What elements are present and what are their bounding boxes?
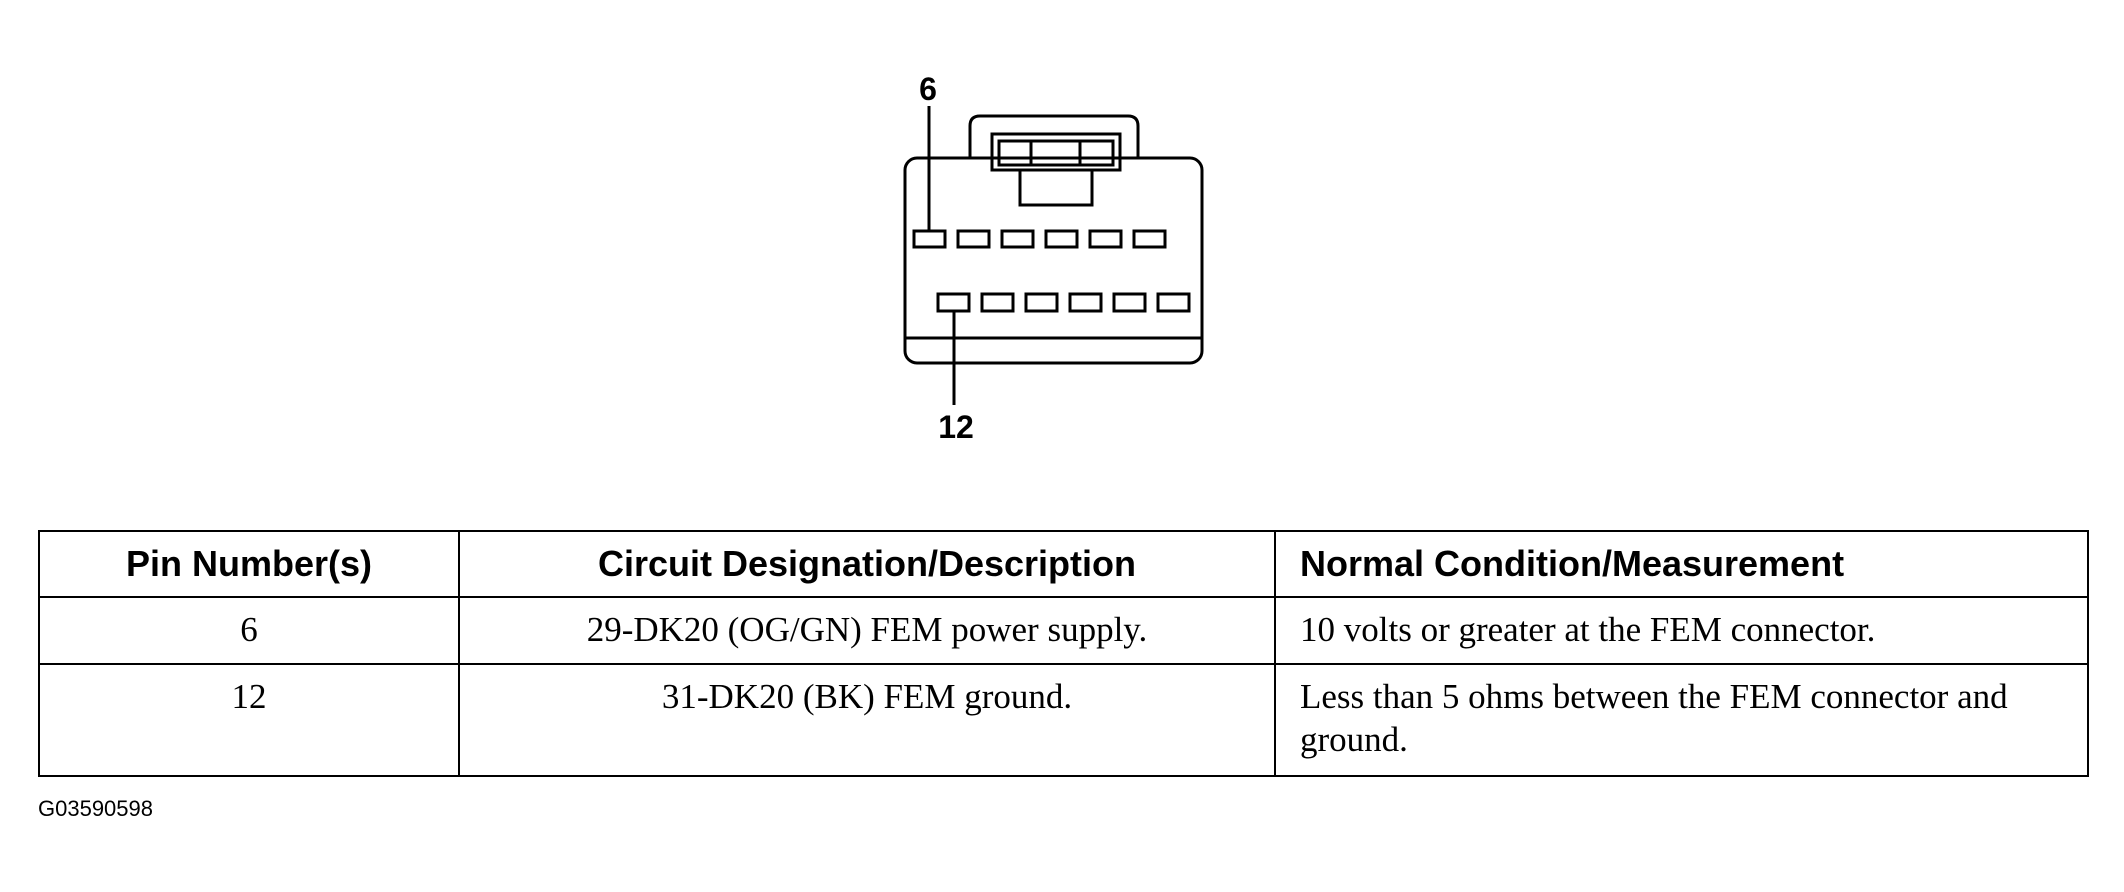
table-row: 6 29-DK20 (OG/GN) FEM power supply. 10 v… xyxy=(38,596,2089,665)
pin-cavity-bottom xyxy=(1024,292,1059,313)
cell-pin: 6 xyxy=(38,596,460,665)
cell-circuit: 31-DK20 (BK) FEM ground. xyxy=(458,663,1276,777)
table-row: 12 31-DK20 (BK) FEM ground. Less than 5 … xyxy=(38,663,2089,777)
pin-cavity-top xyxy=(1000,229,1035,249)
latch-window-inner xyxy=(997,139,1115,167)
connector-housing xyxy=(903,156,1204,365)
pin-cavity-top xyxy=(1044,229,1079,249)
latch-window xyxy=(990,132,1122,172)
pin-label-6: 6 xyxy=(919,71,937,107)
connector-diagram: 6 12 xyxy=(903,71,1204,445)
cell-circuit: 29-DK20 (OG/GN) FEM power supply. xyxy=(458,596,1276,665)
pin-cavity-top xyxy=(1088,229,1123,249)
pin-cavity-bottom xyxy=(1112,292,1147,313)
connector-latch xyxy=(968,114,1140,158)
header-normal-condition: Normal Condition/Measurement xyxy=(1274,530,2089,598)
figure-id: G03590598 xyxy=(38,796,153,821)
cell-condition: Less than 5 ohms between the FEM connect… xyxy=(1274,663,2089,777)
table-header-row: Pin Number(s) Circuit Designation/Descri… xyxy=(38,530,2089,598)
header-pin-number: Pin Number(s) xyxy=(38,530,460,598)
pin-label-12: 12 xyxy=(938,409,974,445)
pin-cavity-top xyxy=(1132,229,1167,249)
cell-condition: 10 volts or greater at the FEM connector… xyxy=(1274,596,2089,665)
pin-cavity-bottom xyxy=(1068,292,1103,313)
cell-pin: 12 xyxy=(38,663,460,777)
pin-cavity-top xyxy=(956,229,991,249)
pin-cavity-top-6 xyxy=(912,229,947,249)
pin-cavity-bottom xyxy=(980,292,1015,313)
header-circuit-designation: Circuit Designation/Description xyxy=(458,530,1276,598)
latch-tab xyxy=(1018,170,1094,207)
pin-specification-table: Pin Number(s) Circuit Designation/Descri… xyxy=(38,530,2089,777)
pin-cavity-bottom xyxy=(1156,292,1191,313)
pin-cavity-bottom-12 xyxy=(936,292,971,313)
